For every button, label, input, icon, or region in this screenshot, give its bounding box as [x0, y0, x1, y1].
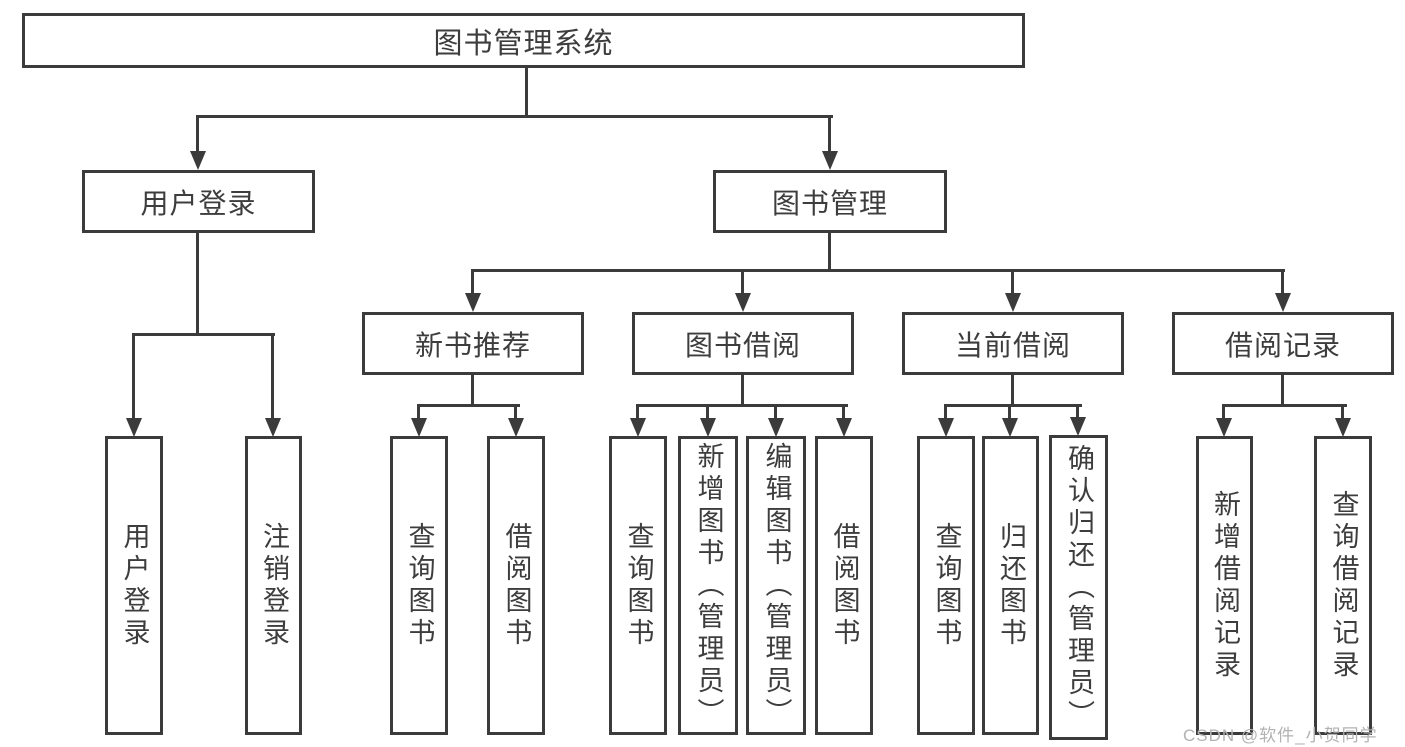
connector-stem — [828, 115, 831, 152]
arrow-down-icon — [836, 418, 852, 437]
node-label: 借阅图书 — [829, 521, 860, 650]
arrow-down-icon — [1070, 417, 1086, 436]
arrow-down-icon — [938, 418, 954, 437]
node-label: 新增图书（管理员） — [693, 441, 724, 730]
node-label: 查询图书 — [931, 521, 962, 650]
connector-stem — [132, 333, 135, 419]
leaf-borrow-add-books-admin: 新增图书（管理员） — [678, 436, 738, 735]
connector-bookmgmt-split — [471, 269, 1285, 272]
leaf-current-query-books: 查询图书 — [917, 436, 975, 735]
connector-stem — [1281, 269, 1284, 297]
watermark: CSDN @软件_小贺同学 — [1183, 726, 1378, 745]
connector-root-stub — [525, 68, 528, 117]
connector-newbook-split — [417, 404, 520, 407]
node-library-system: 图书管理系统 — [22, 13, 1025, 68]
node-label: 确认归还（管理员） — [1064, 443, 1094, 732]
connector-userlogin-split — [132, 333, 275, 336]
node-label: 图书管理系统 — [433, 27, 614, 60]
connector-stem — [271, 333, 274, 419]
connector-stem — [471, 269, 474, 297]
arrow-down-icon — [411, 418, 427, 437]
connector-bookmgmt-stub — [828, 233, 831, 272]
arrow-down-icon — [1335, 418, 1351, 437]
connector-stem — [1076, 404, 1079, 421]
connector-stem — [636, 404, 639, 421]
connector-root-split — [196, 115, 833, 118]
node-borrow-records: 借阅记录 — [1172, 312, 1394, 375]
arrow-down-icon — [265, 418, 281, 437]
node-label: 用户登录 — [119, 521, 150, 650]
leaf-borrow-borrow-books: 借阅图书 — [815, 436, 873, 735]
node-label: 图书借阅 — [684, 329, 801, 361]
node-new-book-recommend: 新书推荐 — [362, 312, 584, 375]
arrow-down-icon — [822, 151, 838, 170]
leaf-user-login: 用户登录 — [105, 436, 163, 735]
leaf-current-confirm-return-admin: 确认归还（管理员） — [1049, 435, 1108, 740]
arrow-down-icon — [465, 293, 481, 312]
connector-currentborrow-stub — [1011, 375, 1014, 406]
connector-stem — [842, 404, 845, 421]
node-label: 借阅记录 — [1224, 329, 1341, 361]
arrow-down-icon — [126, 418, 142, 437]
connector-stem — [1341, 404, 1344, 421]
leaf-borrow-query-books: 查询图书 — [609, 436, 667, 735]
connector-stem — [944, 404, 947, 421]
arrow-down-icon — [508, 418, 524, 437]
node-label: 图书管理 — [771, 187, 888, 219]
connector-stem — [196, 115, 199, 152]
node-label: 新增借阅记录 — [1210, 489, 1240, 682]
node-user-login: 用户登录 — [82, 170, 315, 233]
leaf-newbook-borrow-books: 借阅图书 — [487, 436, 545, 735]
node-label: 查询图书 — [404, 521, 435, 650]
leaf-current-return-books: 归还图书 — [982, 436, 1039, 735]
connector-records-stub — [1281, 375, 1284, 406]
leaf-records-query-record: 查询借阅记录 — [1314, 436, 1372, 735]
connector-stem — [514, 404, 517, 421]
leaf-logout: 注销登录 — [245, 436, 302, 735]
arrow-down-icon — [1216, 418, 1232, 437]
node-book-borrow: 图书借阅 — [632, 312, 854, 375]
connector-stem — [417, 404, 420, 421]
connector-currentborrow-split — [944, 404, 1082, 407]
connector-userlogin-stub — [196, 233, 199, 335]
connector-stem — [706, 404, 709, 421]
leaf-records-add-record: 新增借阅记录 — [1196, 436, 1253, 735]
connector-bookborrow-split — [636, 404, 848, 407]
connector-stem — [741, 269, 744, 297]
arrow-down-icon — [1275, 293, 1291, 312]
connector-stem — [774, 404, 777, 421]
node-current-borrow: 当前借阅 — [902, 312, 1124, 375]
arrow-down-icon — [1005, 293, 1021, 312]
node-label: 新书推荐 — [414, 329, 531, 361]
node-label: 查询图书 — [623, 521, 654, 650]
connector-newbook-stub — [471, 375, 474, 406]
node-label: 当前借阅 — [954, 329, 1071, 361]
arrow-down-icon — [700, 418, 716, 437]
connector-stem — [1222, 404, 1225, 421]
connector-stem — [1011, 269, 1014, 297]
node-label: 借阅图书 — [501, 521, 532, 650]
leaf-borrow-edit-books-admin: 编辑图书（管理员） — [746, 436, 806, 735]
node-label: 编辑图书（管理员） — [761, 441, 792, 730]
connector-stem — [1008, 404, 1011, 421]
node-book-management: 图书管理 — [713, 170, 947, 233]
connector-bookborrow-stub — [741, 375, 744, 406]
node-label: 用户登录 — [140, 187, 257, 219]
arrow-down-icon — [190, 151, 206, 170]
arrow-down-icon — [1002, 418, 1018, 437]
node-label: 归还图书 — [996, 521, 1026, 650]
arrow-down-icon — [735, 293, 751, 312]
arrow-down-icon — [630, 418, 646, 437]
node-label: 注销登录 — [259, 521, 289, 650]
leaf-newbook-query-books: 查询图书 — [390, 436, 448, 735]
arrow-down-icon — [768, 418, 784, 437]
node-label: 查询借阅记录 — [1328, 489, 1359, 682]
connector-records-split — [1222, 404, 1347, 407]
